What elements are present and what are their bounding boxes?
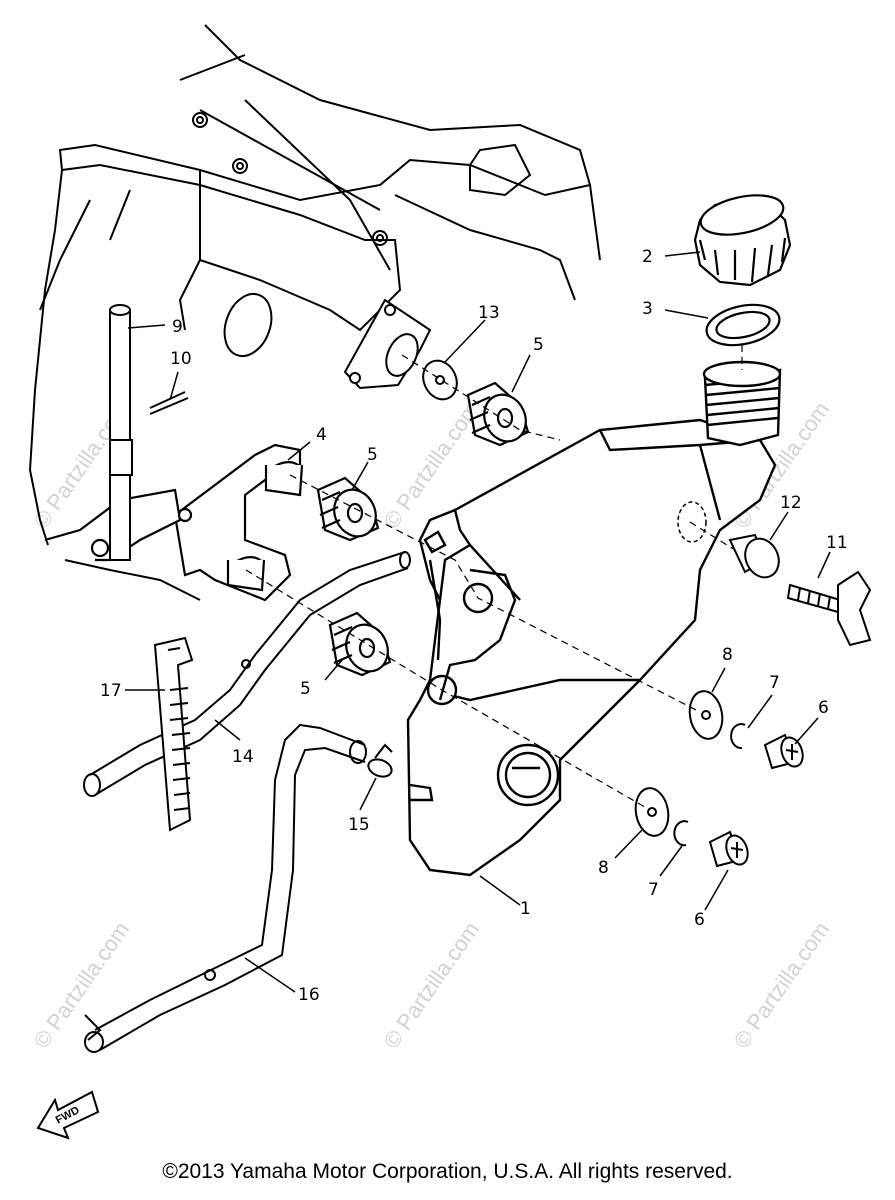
watermark: © Partzilla.com — [379, 917, 485, 1053]
callout-13: 13 — [478, 303, 500, 323]
callout-11: 11 — [826, 533, 848, 553]
callout-10: 10 — [170, 349, 192, 369]
callout-3: 3 — [642, 299, 653, 319]
washer-8 — [634, 787, 670, 837]
callout-5: 5 — [300, 679, 311, 699]
washer-13 — [422, 359, 458, 401]
callout-6: 6 — [694, 910, 705, 930]
callout-8: 8 — [598, 858, 609, 878]
callout-6: 6 — [818, 698, 829, 718]
callout-14: 14 — [232, 747, 254, 767]
leader-lines — [125, 251, 831, 993]
breather-pipe — [109, 304, 189, 561]
callout-7: 7 — [769, 673, 780, 693]
callout-7: 7 — [648, 880, 659, 900]
callout-12: 12 — [780, 493, 802, 513]
callout-17: 17 — [100, 681, 122, 701]
callout-labels: 1 2 3 4 5 5 5 6 6 7 7 8 8 9 10 11 12 13 … — [100, 247, 848, 1005]
callout-4: 4 — [316, 425, 327, 445]
callout-2: 2 — [642, 247, 653, 267]
callout-5: 5 — [533, 335, 544, 355]
wing-bolt-11 — [786, 570, 872, 647]
watermark: © Partzilla.com — [729, 917, 835, 1053]
damper-rubber — [466, 381, 530, 447]
hose-clip-15 — [367, 743, 393, 778]
damper-rubber — [316, 476, 380, 542]
cable-tie-17 — [153, 636, 194, 832]
hose-16 — [84, 723, 367, 1053]
damper-rubber — [328, 611, 392, 677]
oil-tank — [406, 360, 782, 877]
hose-14 — [83, 551, 411, 797]
cap-gasket — [705, 303, 781, 347]
washer-8 — [688, 690, 724, 740]
callout-15: 15 — [348, 815, 370, 835]
screw-6 — [708, 830, 749, 868]
engine-crankcase — [28, 24, 601, 601]
callout-1: 1 — [520, 899, 531, 919]
callout-16: 16 — [298, 985, 320, 1005]
callout-8: 8 — [722, 645, 733, 665]
assembly-lines — [245, 345, 743, 811]
callout-9: 9 — [172, 317, 183, 337]
copyright-notice: ©2013 Yamaha Motor Corporation, U.S.A. A… — [162, 1160, 733, 1183]
fwd-arrow-icon: FWD — [36, 1090, 100, 1140]
grommet-12 — [728, 533, 780, 579]
lock-washer-7 — [673, 723, 746, 847]
callout-5: 5 — [367, 445, 378, 465]
screw-6 — [763, 733, 804, 770]
oil-tank-cap — [693, 194, 792, 287]
upper-mount-bracket — [343, 298, 432, 390]
hidden-port-outline — [677, 501, 707, 543]
watermark: © Partzilla.com — [29, 917, 135, 1053]
